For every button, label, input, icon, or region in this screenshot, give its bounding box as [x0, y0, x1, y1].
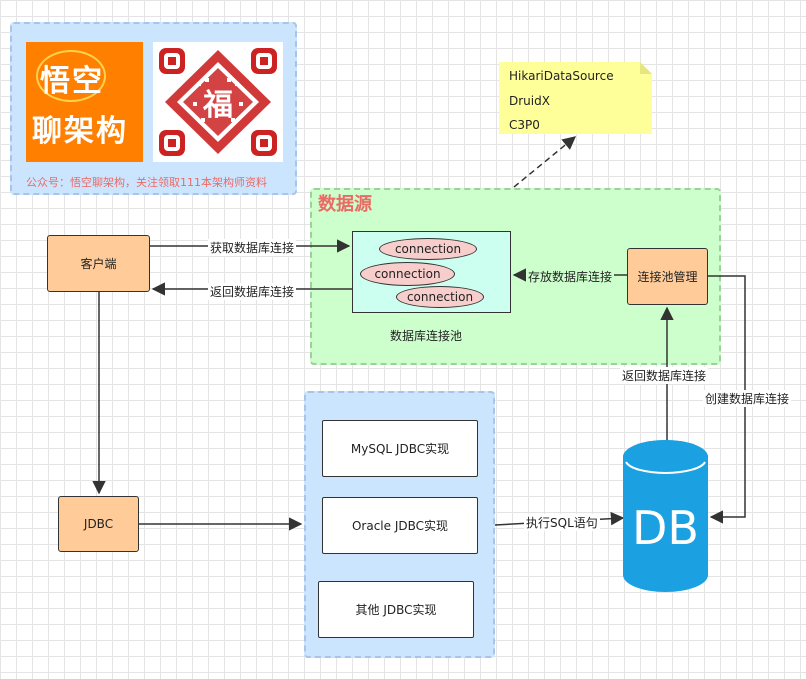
connection-ellipse: connection	[360, 262, 455, 286]
other-jdbc-box: 其他 JDBC实现	[318, 581, 474, 638]
label-get-connection: 获取数据库连接	[208, 239, 297, 256]
oracle-jdbc-box: Oracle JDBC实现	[322, 497, 478, 554]
logo-char-wu: 悟	[40, 64, 70, 99]
logo-char-kong: 空	[72, 64, 102, 99]
qr-code-graphic	[159, 48, 277, 156]
note-item: HikariDataSource	[509, 69, 614, 83]
jdbc-box: JDBC	[58, 496, 139, 552]
pool-manager-box: 连接池管理	[627, 248, 708, 305]
logo-ring	[36, 50, 106, 102]
qr-code-image: 福	[153, 42, 283, 162]
label-exec-sql: 执行SQL语句	[524, 514, 600, 531]
connection-ellipse: connection	[379, 238, 477, 260]
logo-line1: 悟 空	[40, 56, 130, 99]
database-icon	[623, 440, 708, 592]
label-create-connection: 创建数据库连接	[703, 390, 792, 407]
database-cylinder: DB	[623, 440, 708, 592]
label-return-connection-db: 返回数据库连接	[620, 367, 709, 384]
promo-caption: 公众号：悟空聊架构，关注领取111本架构师资料	[26, 176, 267, 189]
note-item: DruidX	[509, 94, 550, 108]
note-item: C3P0	[509, 118, 540, 132]
qr-center-glyph: 福	[203, 88, 233, 123]
client-box: 客户端	[47, 235, 150, 292]
connection-ellipse: connection	[396, 286, 484, 308]
datasource-title: 数据源	[318, 194, 372, 215]
edge-datasource-note	[513, 136, 577, 188]
logo-line2: 聊架构	[32, 114, 128, 149]
connection-pool-label: 数据库连接池	[390, 329, 463, 343]
label-store-connection: 存放数据库连接	[526, 268, 615, 285]
note-fold-corner	[640, 62, 652, 74]
database-label: DB	[632, 501, 699, 555]
mysql-jdbc-box: MySQL JDBC实现	[322, 420, 478, 477]
label-return-connection-client: 返回数据库连接	[208, 283, 297, 300]
datasource-impl-note: HikariDataSource DruidX C3P0	[499, 62, 652, 134]
logo: 悟 空 聊架构	[26, 42, 143, 162]
